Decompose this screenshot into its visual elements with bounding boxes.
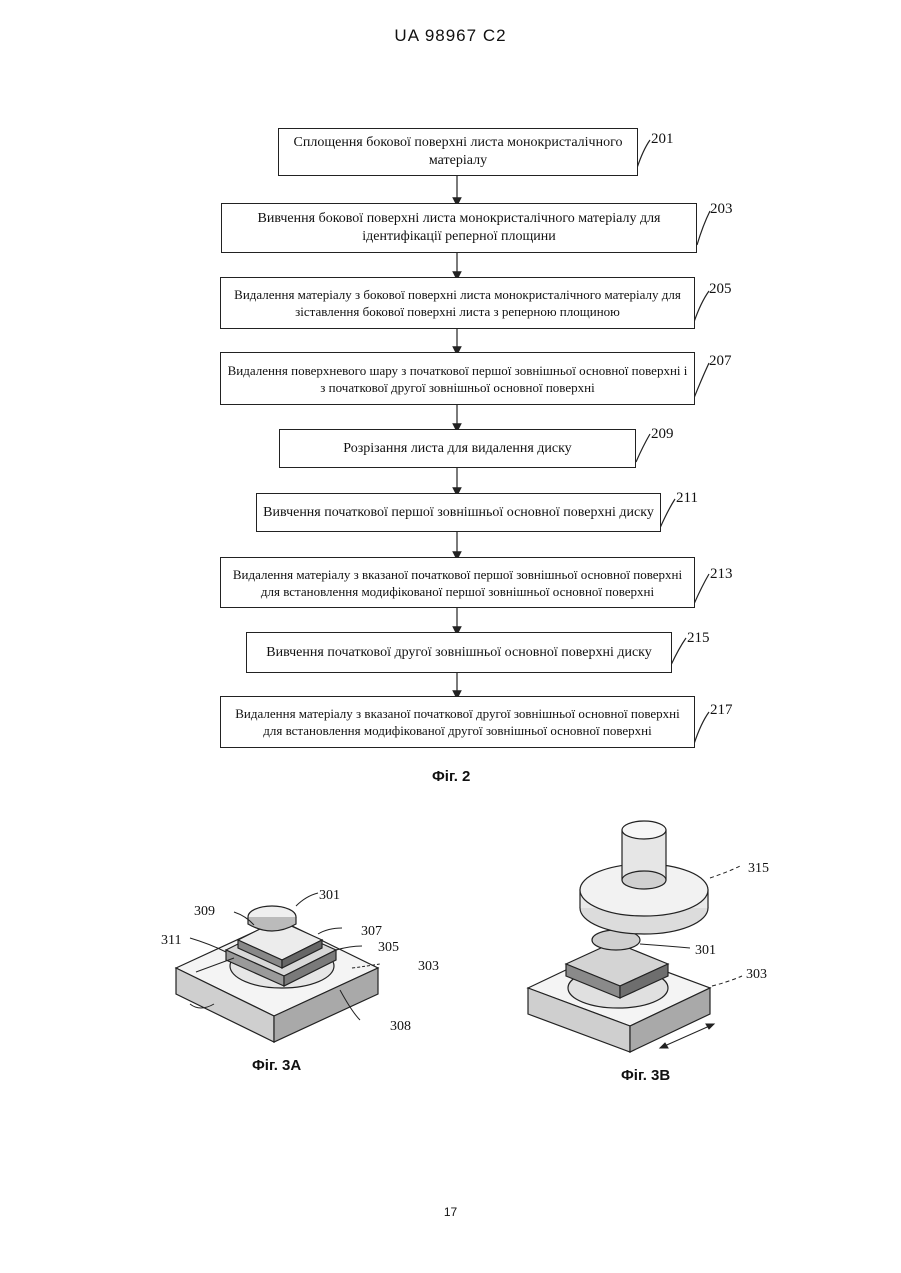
page-number: 17 — [0, 1205, 901, 1219]
svg-text:301: 301 — [695, 943, 716, 958]
svg-text:303: 303 — [746, 967, 767, 982]
svg-text:315: 315 — [748, 861, 769, 876]
figure-3b-caption: Фіг. 3В — [621, 1067, 670, 1084]
